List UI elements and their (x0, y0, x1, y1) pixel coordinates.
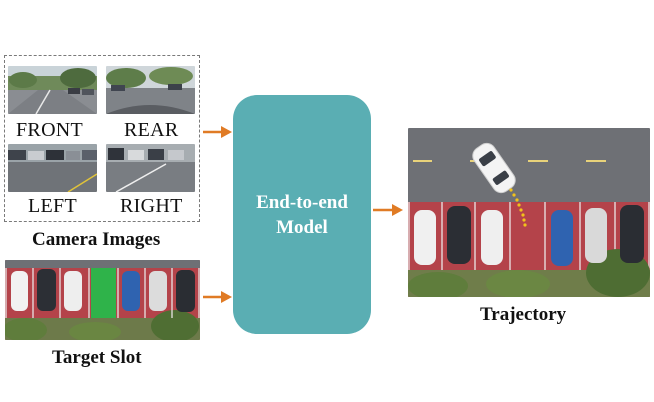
target-slot-caption: Target Slot (52, 347, 142, 368)
model-to-trajectory-arrow (373, 204, 403, 216)
front-camera-image (8, 66, 97, 114)
camera-images-box (4, 55, 200, 222)
front-label: FRONT (16, 119, 84, 141)
camera-images-caption: Camera Images (32, 229, 161, 250)
rear-camera-image (106, 66, 195, 114)
target-slot-image (5, 260, 200, 340)
left-camera-image (8, 144, 97, 192)
trajectory-dots (509, 188, 527, 227)
trajectory-image (408, 128, 650, 297)
trajectory-caption: Trajectory (480, 304, 567, 325)
end-to-end-model-box: End-to-end Model (233, 95, 371, 334)
right-camera-image (106, 144, 195, 192)
left-label: LEFT (28, 195, 77, 217)
rear-label: REAR (124, 119, 179, 141)
model-label: End-to-end Model (256, 191, 348, 238)
slot-to-model-arrow (203, 291, 232, 303)
right-label: RIGHT (120, 195, 183, 217)
camera-to-model-arrow (203, 126, 232, 138)
